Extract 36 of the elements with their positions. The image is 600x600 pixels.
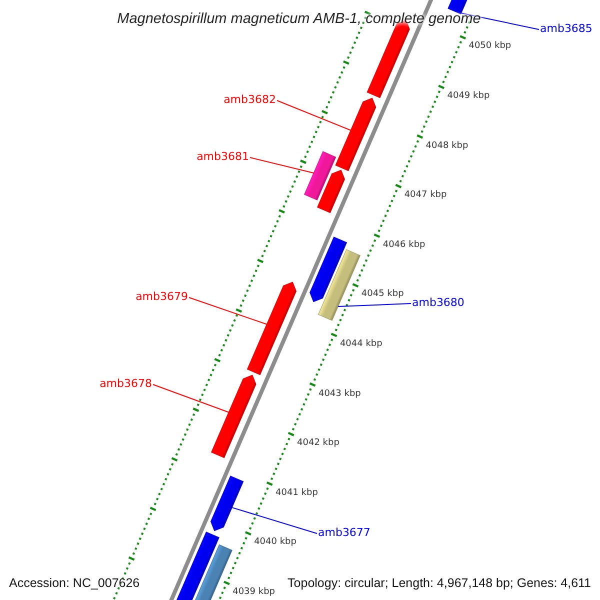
gene-feature: [318, 249, 360, 321]
gene-label: amb3681: [196, 150, 249, 163]
leader-line: [338, 303, 412, 307]
scale-label: 4050 kbp: [468, 41, 512, 52]
gene-label: amb3679: [136, 290, 188, 303]
scale-label: 4045 kbp: [361, 289, 404, 300]
gene-feature: [317, 170, 345, 214]
scale-label: 4047 kbp: [404, 190, 447, 200]
gene-label: amb3678: [100, 377, 152, 390]
gene-label: amb3680: [412, 296, 464, 309]
leader-line: [152, 384, 230, 413]
gene-feature: [211, 374, 256, 458]
scale-label: 4048 kbp: [426, 140, 468, 151]
scale-label: 4042 kbp: [297, 438, 340, 448]
gene-label: amb3685: [540, 22, 592, 35]
scale-label: 4040 kbp: [254, 537, 296, 548]
scale-label: 4041 kbp: [276, 488, 318, 498]
gene-label: amb3677: [318, 526, 370, 539]
gene-feature: [304, 151, 336, 200]
genome-summary-text: Topology: circular; Length: 4,967,148 bp; Genes: 4,611: [288, 576, 591, 590]
scale-label: 4039 kbp: [232, 587, 276, 598]
leader-line: [232, 507, 318, 534]
gene-feature: [246, 282, 296, 376]
gene-feature: [310, 236, 347, 302]
leader-line: [188, 297, 268, 325]
leader-line: [276, 100, 352, 131]
scale-label: 4043 kbp: [318, 388, 361, 399]
chart-title: Magnetospirillum magneticum AMB-1, complete genome: [117, 11, 481, 27]
leader-line: [250, 157, 314, 174]
scale-label: 4049 kbp: [447, 91, 490, 102]
scale-label: 4046 kbp: [382, 240, 426, 250]
gene-label: amb3682: [224, 93, 276, 106]
accession-text: Accession: NC_007626: [9, 576, 140, 590]
gene-feature: [335, 98, 376, 172]
scale-label: 4044 kbp: [340, 339, 382, 350]
gene-feature: [210, 476, 244, 532]
